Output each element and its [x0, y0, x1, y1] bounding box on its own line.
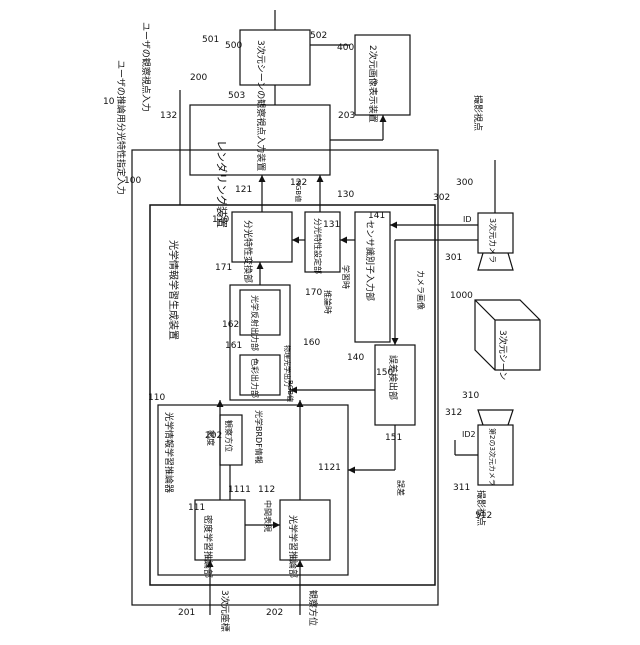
ref-122: 122 [290, 178, 307, 188]
learning-label: 学習時 [341, 265, 351, 289]
ref-130: 130 [337, 190, 354, 200]
ref-301: 301 [445, 253, 462, 263]
view-input-box [240, 30, 310, 85]
ref-170: 170 [305, 288, 322, 298]
brdf-label: 光学BRDF情報 [254, 410, 264, 464]
reflect-output-box [240, 290, 280, 335]
ref-1000: 1000 [450, 291, 473, 301]
ref-171: 171 [215, 263, 232, 273]
ref-112: 112 [258, 485, 275, 495]
ref-200: 200 [190, 73, 207, 83]
ref-512: 512 [475, 511, 492, 521]
ref-400: 400 [337, 43, 354, 53]
ref-203: 203 [338, 111, 355, 121]
ref-121: 121 [235, 185, 252, 195]
obs-dir-label: 観察方位 [307, 590, 319, 626]
capture-view-label: 撮影視点 [472, 95, 484, 131]
ref-161: 161 [225, 341, 242, 351]
display-box [355, 35, 410, 115]
spectral-set-label: 分光特性設定部 [313, 218, 323, 274]
error-label: 誤差 [396, 480, 406, 496]
ref-160: 160 [303, 338, 320, 348]
ref-140: 140 [347, 353, 364, 363]
ref-120: 120 [212, 215, 229, 225]
spectral-conv-label: 分光特性変換部 [242, 220, 254, 283]
ref-100: 100 [124, 176, 141, 186]
obs-dir-inner-label: 観察方位 [224, 420, 234, 452]
camera-2nd-lens [478, 410, 513, 425]
ref-151: 151 [385, 433, 402, 443]
ref-312: 312 [445, 408, 462, 418]
camera-3d-label: 3次元カメラ [488, 218, 498, 263]
ref-162: 162 [222, 320, 239, 330]
reflect-output-label: 光学反射出力部 [250, 295, 260, 351]
ref-503: 503 [228, 91, 245, 101]
coords-label: 3次元座標 [219, 590, 231, 632]
ref-201: 201 [178, 608, 195, 618]
ref-111: 111 [188, 503, 205, 513]
ref-311: 311 [453, 483, 470, 493]
ref-1121: 1121 [318, 463, 341, 473]
user-view-label: ユーザの観察視点入力 [140, 22, 152, 112]
ref-1111: 1111 [228, 485, 251, 495]
id2-label: ID2 [462, 430, 476, 439]
sensor-input-label: センサ識別子入力部 [364, 220, 376, 301]
ref-202: 202 [266, 608, 283, 618]
ref-141: 141 [368, 211, 385, 221]
user-spectral-label: ユーザの推論用分光特性指定入力 [115, 60, 127, 195]
learner-label: 光学情報学習推論器 [163, 412, 175, 493]
ref-110: 110 [148, 393, 165, 403]
ref-500: 500 [225, 41, 242, 51]
ref-131: 131 [323, 220, 340, 230]
ref-150: 150 [376, 368, 393, 378]
ref-system: 10 [103, 97, 115, 107]
inference-label: 推論時 [323, 290, 333, 314]
ref-132: 132 [160, 111, 177, 121]
view-input-label: 3次元シーンの観察視点入力装置 [255, 40, 267, 171]
camera-2nd-label: 第2の3次元カメラ [488, 428, 497, 486]
ref-501: 501 [202, 35, 219, 45]
learner-frame [158, 405, 348, 575]
density-infer-label: 密度学習推論部 [202, 515, 214, 578]
id-label: ID [463, 215, 472, 224]
ref-302: 302 [433, 193, 450, 203]
display-label: 2次元画像表示装置 [367, 45, 379, 123]
ref-310: 310 [462, 391, 479, 401]
camera-image-label: カメラ画像 [416, 270, 426, 310]
generator-label: 光学情報学習生成装置 [167, 240, 180, 340]
color-output-box [240, 355, 280, 395]
optical-infer-label: 光学学習推論部 [287, 515, 299, 578]
ref-202b: 202 [205, 431, 222, 441]
ref-300: 300 [456, 178, 473, 188]
color-output-label: 色彩出力部 [250, 358, 260, 398]
ref-502: 502 [310, 31, 327, 41]
intermediate-label: 中間表現 [263, 500, 273, 532]
rgb-label: RGB値 [286, 380, 295, 402]
scene-label: 3次元シーン [497, 330, 509, 380]
spectral-conv-box [232, 212, 292, 262]
